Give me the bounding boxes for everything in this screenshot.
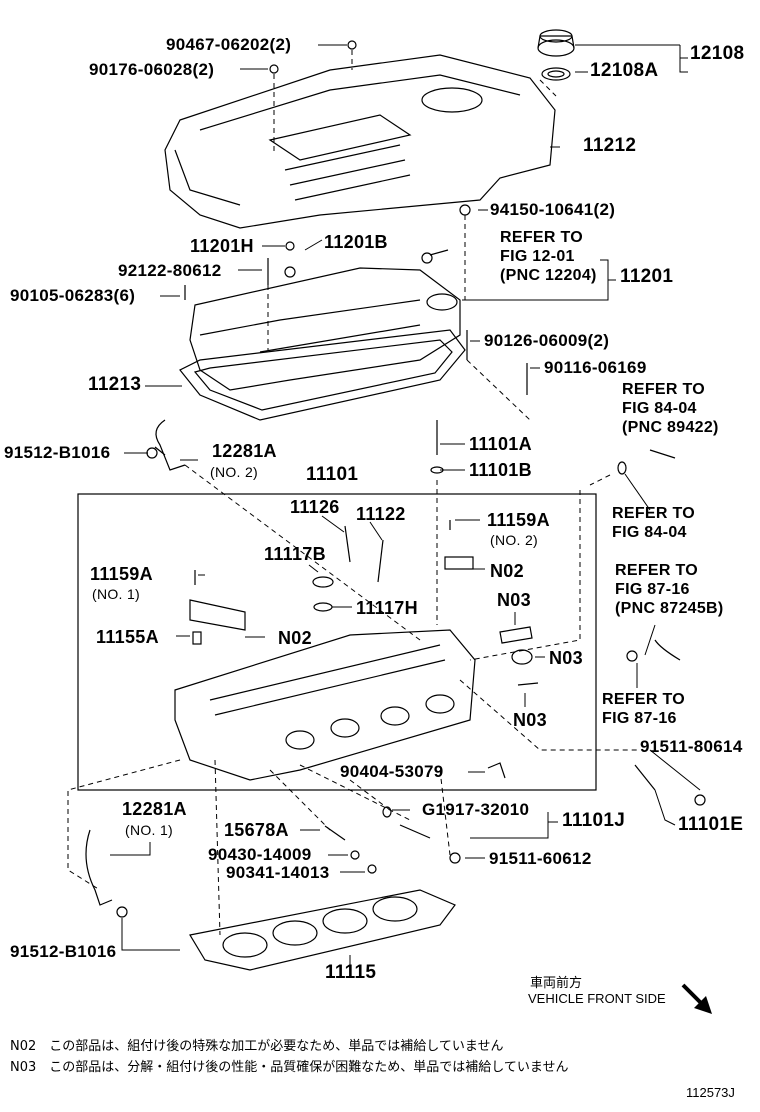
part-label: G1917-32010 (422, 800, 530, 819)
part-label: 90126-06009(2) (484, 331, 610, 350)
part-sub-label: (NO. 1) (125, 822, 173, 838)
part-label: 91511-80614 (640, 737, 743, 756)
part-label: N03 (549, 648, 583, 668)
part-label: 92122-80612 (118, 261, 222, 280)
part-label: 11117B (264, 544, 326, 564)
part-label: 12108A (590, 60, 659, 81)
part-label: 11213 (88, 374, 142, 395)
head-gasket-drawing (189, 889, 456, 971)
part-label: 11126 (290, 497, 340, 517)
nut-90176-drawing (269, 64, 279, 74)
oil-cap-drawing (537, 29, 575, 81)
engine-cover-drawing (164, 54, 556, 229)
part-label: 90467-06202(2) (166, 35, 292, 54)
part-label: N02 (278, 628, 312, 648)
part-label: 12281A (122, 799, 187, 819)
lift-bracket-bottom-drawing (85, 829, 113, 906)
part-label: 12281A (212, 441, 277, 461)
direction-label-en: VEHICLE FRONT SIDE (528, 991, 666, 1006)
part-label: 11115 (325, 962, 377, 983)
figure-id: 112573J (686, 1085, 735, 1100)
part-label: 11201B (324, 232, 388, 252)
part-label: 11201H (190, 236, 254, 256)
cylinder-head-frame (77, 493, 597, 791)
part-label: 91512-B1016 (4, 443, 111, 462)
part-label: 94150-10641(2) (490, 200, 616, 219)
part-label: 11101B (469, 460, 532, 480)
part-label: N03 (513, 710, 547, 730)
valve-cover-gasket-drawing (179, 329, 466, 421)
part-label: 91512-B1016 (10, 942, 117, 961)
part-label: 11101 (306, 464, 359, 485)
bolt-90467-drawing (347, 40, 357, 50)
part-label: 11101E (678, 814, 744, 835)
part-label: 11212 (583, 135, 637, 156)
part-label: 11101A (469, 434, 532, 454)
direction-label-jp: 車両前方 (530, 975, 583, 990)
part-label: 11201 (620, 266, 674, 287)
part-label: 90341-14013 (226, 863, 330, 882)
footnote-n02: N02 この部品は、組付け後の特殊な加工が必要なため、単品では補給していません (10, 1039, 504, 1054)
part-label: 15678A (224, 820, 289, 840)
part-label: N02 (490, 561, 524, 581)
cylinder-head-drawing (174, 629, 476, 781)
part-label: 12108 (690, 43, 745, 64)
part-label: 11117H (356, 598, 418, 618)
part-label: 11155A (96, 627, 159, 647)
part-label: 11101J (562, 810, 626, 831)
part-label: 90176-06028(2) (89, 60, 215, 79)
part-label: 11159A (487, 510, 550, 530)
part-sub-label: (NO. 2) (210, 464, 258, 480)
part-sub-label: (NO. 2) (490, 532, 538, 548)
part-label: 90430-14009 (208, 845, 312, 864)
valve-cover-drawing (189, 267, 461, 391)
part-label: 11159A (90, 564, 153, 584)
nut-94150-drawing (459, 204, 471, 216)
part-label: 90105-06283(6) (10, 286, 136, 305)
part-label: N03 (497, 590, 531, 610)
lift-bracket-top-drawing (155, 419, 186, 471)
part-label: 91511-60612 (489, 849, 592, 868)
part-sub-label: (NO. 1) (92, 586, 140, 602)
part-label: 90116-06169 (544, 358, 647, 377)
part-label: 11122 (356, 504, 406, 524)
footnote-n03: N03 この部品は、分解・組付け後の性能・品質確保が困難なため、単品では補給して… (10, 1060, 569, 1075)
part-label: 90404-53079 (340, 762, 444, 781)
